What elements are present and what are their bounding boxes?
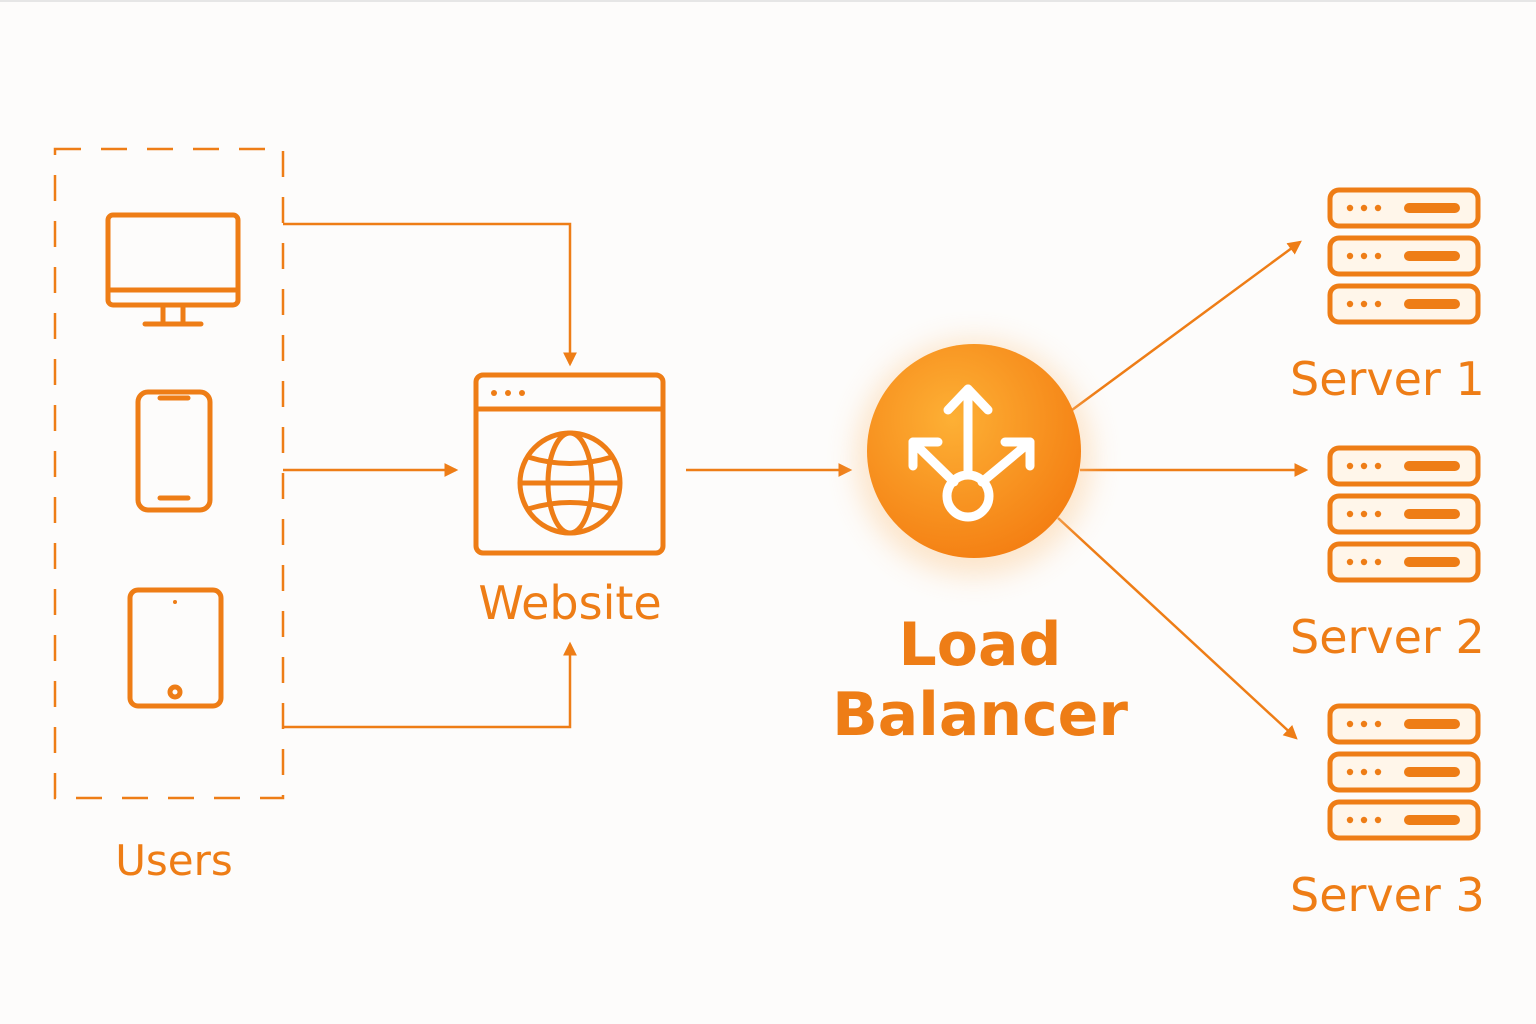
server-led-dot xyxy=(1374,252,1382,260)
load-balancer-node xyxy=(856,340,1092,576)
server-drive-bar xyxy=(1404,251,1460,261)
server-led-dot xyxy=(1374,816,1382,824)
server-led-dot xyxy=(1374,204,1382,212)
server-led-dot xyxy=(1360,300,1368,308)
server-led-dot xyxy=(1346,720,1354,728)
server-drive-bar xyxy=(1404,299,1460,309)
connector-tablet-to-website xyxy=(283,641,577,729)
server-unit xyxy=(1327,235,1481,277)
users-group xyxy=(53,147,285,800)
server-drive-bar xyxy=(1404,767,1460,777)
load-balancer-to-server-connectors xyxy=(1057,240,1309,740)
server-led-dot xyxy=(1374,558,1382,566)
server-led-dot xyxy=(1360,720,1368,728)
server-2-label: Server 2 xyxy=(1290,610,1485,664)
smartphone-icon xyxy=(135,389,213,513)
server-led-dot xyxy=(1374,462,1382,470)
user-to-website-connectors xyxy=(283,222,577,729)
load-balancer-label: Load Balancer xyxy=(790,610,1170,750)
server-led-dot xyxy=(1374,510,1382,518)
server-led-dot xyxy=(1360,510,1368,518)
server-led-dot xyxy=(1374,300,1382,308)
server-led-dot xyxy=(1346,558,1354,566)
users-label: Users xyxy=(115,836,233,885)
server-3-group xyxy=(1327,703,1481,841)
server-3-label: Server 3 xyxy=(1290,868,1485,922)
server-rack-icon xyxy=(1327,703,1481,841)
server-drive-bar xyxy=(1404,719,1460,729)
server-led-dot xyxy=(1346,204,1354,212)
connector-desktop-to-website xyxy=(283,222,577,367)
users-dashed-border xyxy=(53,147,285,800)
server-unit xyxy=(1327,445,1481,487)
server-led-dot xyxy=(1346,300,1354,308)
server-led-dot xyxy=(1346,462,1354,470)
server-led-dot xyxy=(1346,768,1354,776)
server-drive-bar xyxy=(1404,815,1460,825)
server-led-dot xyxy=(1346,816,1354,824)
website-label: Website xyxy=(478,576,662,630)
server-led-dot xyxy=(1360,462,1368,470)
server-drive-bar xyxy=(1404,557,1460,567)
server-unit xyxy=(1327,541,1481,583)
server-unit xyxy=(1327,493,1481,535)
server-led-dot xyxy=(1360,558,1368,566)
server-drive-bar xyxy=(1404,461,1460,471)
server-1-group xyxy=(1327,187,1481,325)
server-unit xyxy=(1327,187,1481,229)
load-balancer-label-line1: Load xyxy=(898,610,1062,680)
server-drive-bar xyxy=(1404,203,1460,213)
server-led-dot xyxy=(1374,768,1382,776)
server-unit xyxy=(1327,283,1481,325)
server-1-label: Server 1 xyxy=(1290,352,1485,406)
server-unit xyxy=(1327,799,1481,841)
connector-load-balancer-to-server-1 xyxy=(1071,240,1302,412)
server-led-dot xyxy=(1360,252,1368,260)
load-balancer-split-icon xyxy=(908,384,1035,522)
connector-load-balancer-to-server-3 xyxy=(1057,517,1298,740)
tablet-icon xyxy=(127,587,224,709)
server-unit xyxy=(1327,751,1481,793)
server-rack-icon xyxy=(1327,445,1481,583)
server-led-dot xyxy=(1346,510,1354,518)
server-led-dot xyxy=(1360,768,1368,776)
server-led-dot xyxy=(1346,252,1354,260)
load-balancer-label-line2: Balancer xyxy=(832,680,1128,750)
server-2-group xyxy=(1327,445,1481,583)
server-drive-bar xyxy=(1404,509,1460,519)
server-rack-icon xyxy=(1327,187,1481,325)
server-led-dot xyxy=(1360,204,1368,212)
server-led-dot xyxy=(1374,720,1382,728)
server-unit xyxy=(1327,703,1481,745)
desktop-monitor-icon xyxy=(105,212,241,327)
load-balancer-circle xyxy=(867,344,1081,558)
browser-globe-icon xyxy=(473,372,666,556)
server-led-dot xyxy=(1360,816,1368,824)
